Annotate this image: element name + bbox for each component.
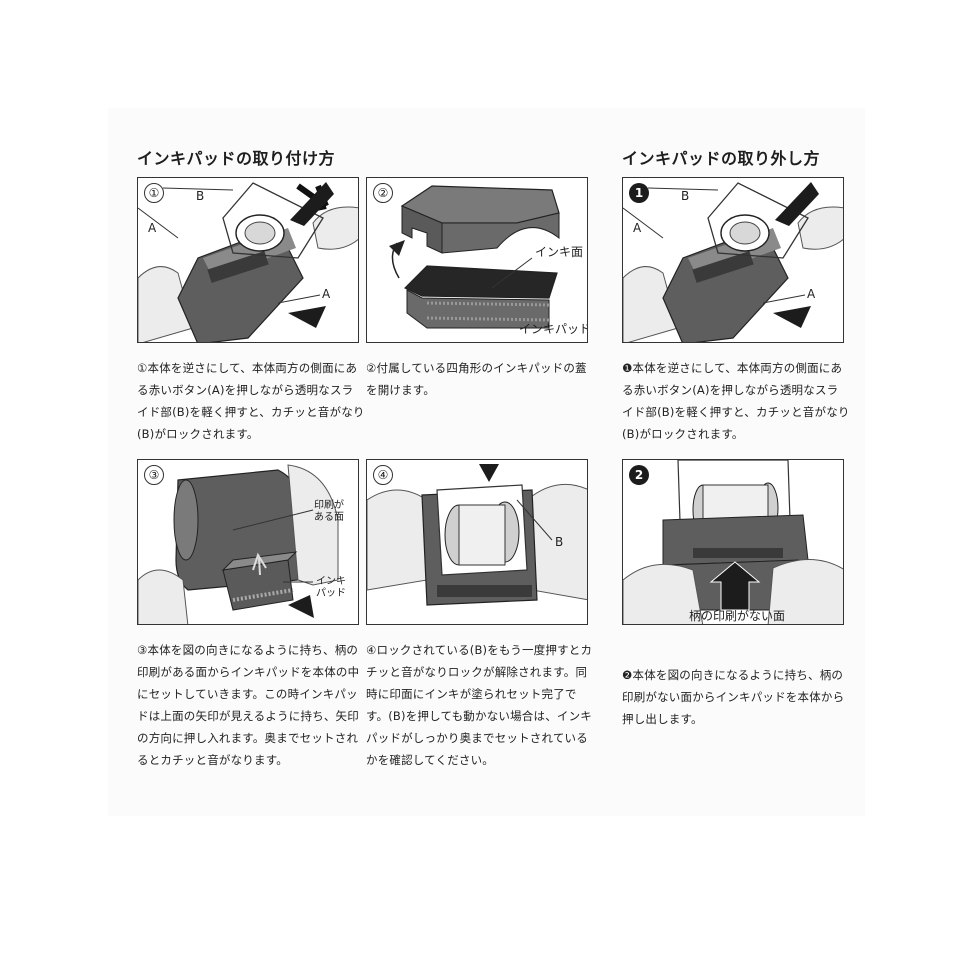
heading-attach: インキパッドの取り付け方 bbox=[137, 149, 336, 168]
label-no-print-face: 柄の印刷がない面 bbox=[689, 609, 786, 623]
label-b: B bbox=[196, 189, 205, 203]
push-out-ink-pad-illustration bbox=[623, 460, 843, 624]
heading-remove: インキパッドの取り外し方 bbox=[622, 149, 821, 168]
panel-attach-step-3: ③ 印刷が ある面 インキ パッド bbox=[137, 459, 359, 625]
label-ink-pad: インキパッド bbox=[519, 322, 588, 336]
step-number-2: ② bbox=[373, 183, 393, 203]
label-a-top: A bbox=[633, 221, 642, 235]
label-ink-face: インキ面 bbox=[535, 245, 584, 259]
panel-attach-step-2: ② インキ面 インキパッド bbox=[366, 177, 588, 343]
label-b: B bbox=[681, 189, 690, 203]
label-a-top: A bbox=[148, 221, 157, 235]
label-a-bottom: A bbox=[807, 287, 816, 301]
step-number-filled-2: 2 bbox=[629, 465, 649, 485]
caption-remove-step-2: ❷本体を図の向きになるように持ち、柄の印刷がない面からインキパッドを本体から押し… bbox=[622, 668, 845, 726]
stamp-unlock-illustration bbox=[138, 182, 358, 342]
press-lock-release-illustration bbox=[367, 464, 587, 606]
caption-attach-step-2: ②付属している四角形のインキパッドの蓋を開けます。 bbox=[366, 361, 587, 397]
panel-attach-step-4: ④ B bbox=[366, 459, 588, 625]
ink-pad-lid-illustration bbox=[389, 185, 560, 329]
panel-attach-step-1: ① B A A bbox=[137, 177, 359, 343]
label-a-bottom: A bbox=[322, 287, 331, 301]
label-printed-face: 印刷が ある面 bbox=[314, 500, 344, 523]
step-number-4: ④ bbox=[373, 465, 393, 485]
step-number-1: ① bbox=[144, 183, 164, 203]
step-number-filled-1: 1 bbox=[629, 183, 649, 203]
panel-remove-step-1: 1 B A A bbox=[622, 177, 844, 343]
stamp-unlock-illustration bbox=[623, 182, 843, 342]
insert-ink-pad-illustration bbox=[138, 464, 339, 624]
caption-attach-step-3: ③本体を図の向きになるように持ち、柄の印刷がある面からインキパッドを本体の中にセ… bbox=[137, 643, 360, 767]
label-ink-pad: インキ パッド bbox=[316, 576, 346, 599]
label-b: B bbox=[555, 535, 564, 549]
step-number-3: ③ bbox=[144, 465, 164, 485]
caption-attach-step-1: ①本体を逆さにして、本体両方の側面にある赤いボタン(A)を押しながら透明なスライ… bbox=[137, 361, 365, 441]
panel-remove-step-2: 2 柄の印刷がない面 bbox=[622, 459, 844, 625]
caption-remove-step-1: ❶本体を逆さにして、本体両方の側面にある赤いボタン(A)を押しながら透明なスライ… bbox=[622, 361, 850, 441]
caption-attach-step-4: ④ロックされている(B)をもう一度押すとカチッと音がなりロックが解除されます。同… bbox=[366, 643, 593, 767]
